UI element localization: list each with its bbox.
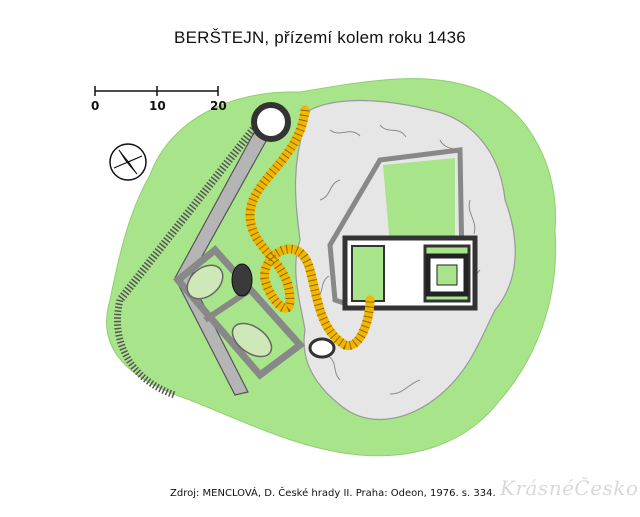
gate-ruin [308,337,336,359]
cistern-right [231,322,273,358]
forecourt-walls [172,245,306,380]
watermark-logo: KrásnéČesko.cz [500,476,640,500]
source-citation: Zdroj: MENCLOVÁ, D. České hrady II. Prah… [170,488,496,499]
cistern-left [186,264,224,300]
inner-tower-core [436,264,458,286]
map-title: BERŠTEJN, přízemí kolem roku 1436 [174,28,466,47]
upper-courtyard [383,158,455,245]
palace-room-left [351,245,385,302]
outer-ramp-hatching [113,299,177,399]
round-tower [251,102,291,142]
rock-boulder [231,263,253,297]
access-path-steps [245,109,375,350]
